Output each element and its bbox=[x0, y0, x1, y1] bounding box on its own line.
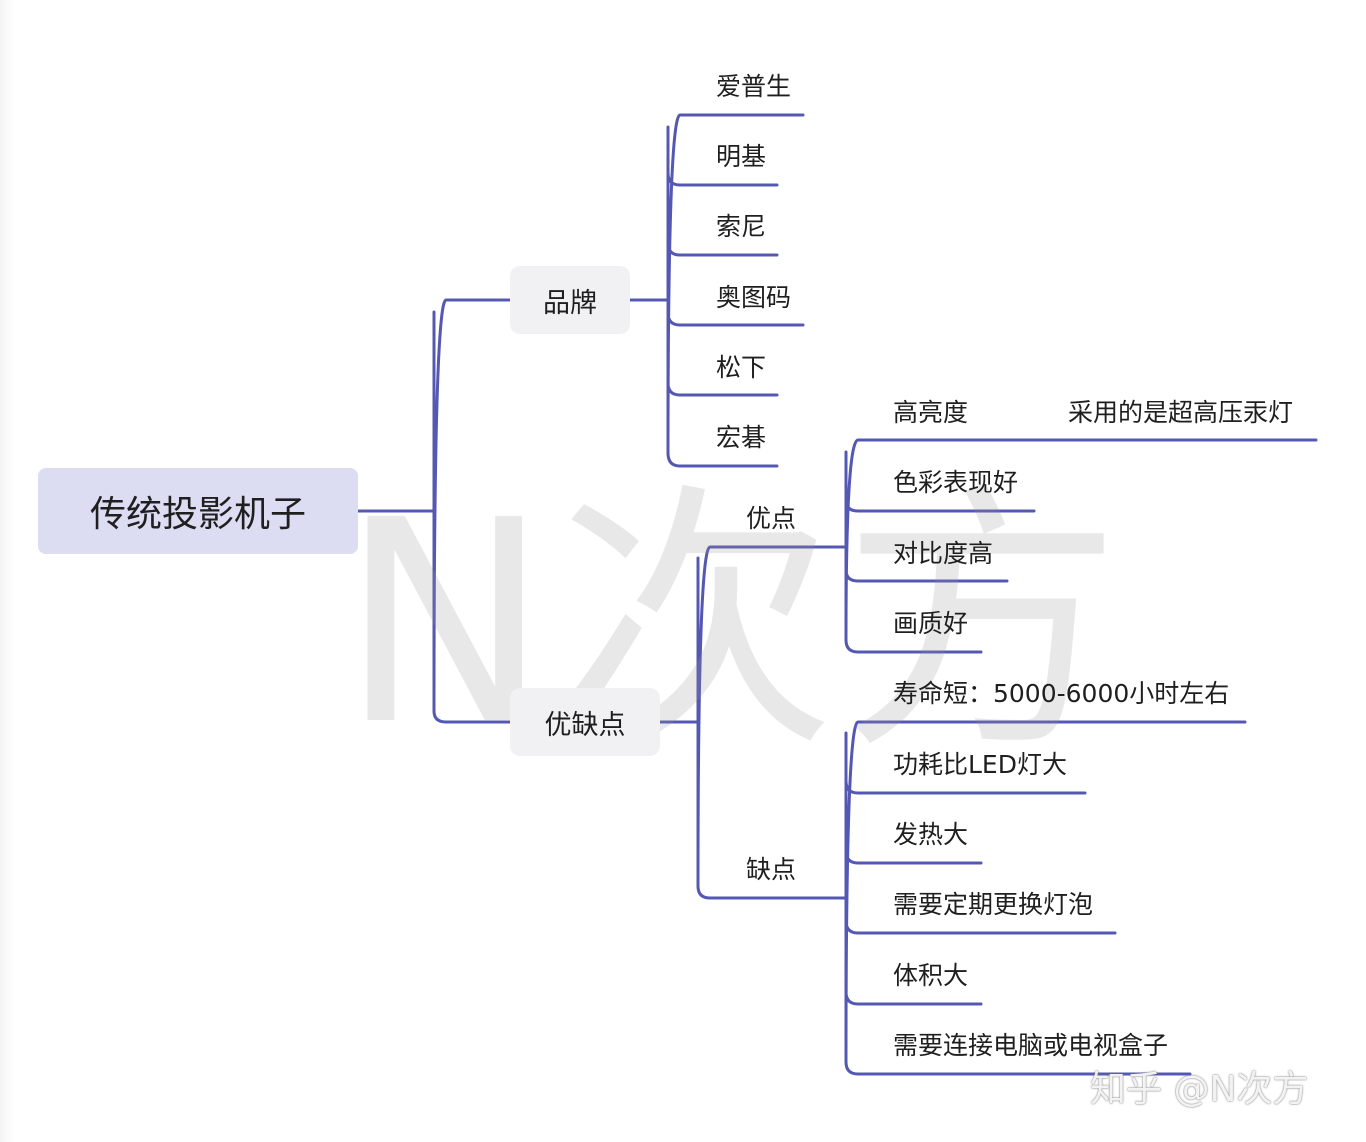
brand-connector bbox=[628, 113, 805, 468]
con-item[interactable]: 功耗比LED灯大 bbox=[893, 750, 1067, 779]
pros-cons-node[interactable]: 优缺点 bbox=[510, 688, 660, 756]
proscons-connector bbox=[658, 545, 848, 900]
brand-item[interactable]: 奥图码 bbox=[716, 283, 792, 312]
pro-item[interactable]: 对比度高 bbox=[893, 539, 994, 568]
con-item[interactable]: 需要连接电脑或电视盒子 bbox=[893, 1031, 1169, 1060]
pro-detail[interactable]: 采用的是超高压汞灯 bbox=[1068, 398, 1294, 427]
brand-item[interactable]: 松下 bbox=[716, 353, 767, 382]
pros-connector bbox=[844, 438, 1318, 654]
pro-item[interactable]: 色彩表现好 bbox=[893, 468, 1019, 497]
pro-item[interactable]: 高亮度 bbox=[893, 398, 969, 427]
brand-item[interactable]: 索尼 bbox=[716, 212, 767, 241]
brand-item[interactable]: 爱普生 bbox=[716, 72, 792, 101]
con-item[interactable]: 寿命短：5000-6000小时左右 bbox=[893, 679, 1230, 708]
cons-connector bbox=[844, 720, 1247, 1076]
root-connector bbox=[356, 298, 512, 724]
pro-item[interactable]: 画质好 bbox=[893, 609, 969, 638]
brand-item[interactable]: 宏碁 bbox=[716, 423, 767, 452]
root-node[interactable]: 传统投影机子 bbox=[38, 468, 358, 554]
cons-node[interactable]: 缺点 bbox=[746, 855, 797, 884]
pros-node[interactable]: 优点 bbox=[746, 504, 797, 533]
left-edge-shade bbox=[0, 0, 14, 1142]
zhihu-credit-watermark: 知乎 @N次方 bbox=[1090, 1069, 1309, 1110]
con-item[interactable]: 需要定期更换灯泡 bbox=[893, 890, 1094, 919]
con-item[interactable]: 体积大 bbox=[893, 961, 969, 990]
con-item[interactable]: 发热大 bbox=[893, 820, 969, 849]
brand-item[interactable]: 明基 bbox=[716, 142, 767, 171]
brand-node[interactable]: 品牌 bbox=[510, 266, 630, 334]
